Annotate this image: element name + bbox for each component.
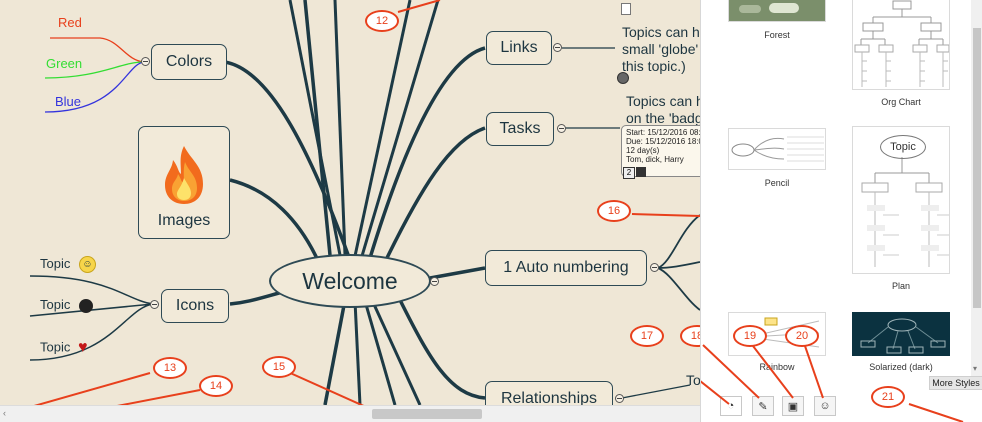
branch-lines [29,0,700,405]
color-item-blue[interactable]: Blue [55,94,82,109]
tasks-note-line-2: on the 'badg [626,110,700,126]
style-label-plan: Plan [891,281,910,291]
callout-18: 18 [680,325,700,347]
style-label-rainbow: Rainbow [759,362,795,372]
task-start: Start: 15/12/2016 08: [626,128,700,137]
style-label-solarized-dark: Solarized (dark) [869,362,933,372]
style-label-pencil: Pencil [764,178,790,188]
style-tab-button[interactable]: ◔ [720,396,742,416]
branch-blue [44,61,145,113]
styles-panel: Forest Org Chart Pencil Topic [700,0,982,422]
topic-images-label: Images [157,212,211,229]
plan-topic-node: Topic [880,135,926,159]
links-note-line-2: small 'globe' [622,41,699,57]
topic-images[interactable]: Images [138,126,230,239]
branch-numbering [429,266,486,280]
styles-scrollbar-thumb[interactable] [973,28,981,308]
branch-tasks [383,126,486,263]
callout-13: 13 [153,357,187,379]
color-item-green[interactable]: Green [46,56,83,71]
pencil-preview [731,136,824,162]
bomb-icon [78,298,93,313]
style-thumb-forest[interactable] [728,0,826,22]
style-thumb-org-chart[interactable] [852,0,950,90]
edit-style-tab-button[interactable]: ✎ [752,396,774,416]
collapse-toggle-relationships[interactable] [615,394,624,403]
icon-topic-3[interactable]: Topic ♥ [40,339,87,357]
tasks-note-line-1: Topics can h [626,93,700,109]
color-item-red[interactable]: Red [58,15,82,30]
icon-topic-1-label: Topic [40,256,71,271]
callout-14: 14 [199,375,233,397]
collapse-toggle-tasks[interactable] [557,124,566,133]
style-thumb-solarized-dark[interactable] [852,312,950,356]
branch-colors [224,60,352,261]
style-thumb-plan[interactable]: Topic [852,126,950,274]
smiley-icon: ☺ [78,256,96,274]
topic-colors[interactable]: Colors [151,44,227,80]
icon-topic-1[interactable]: Topic ☺ [40,256,96,274]
task-duration: 12 day(s) [626,146,660,155]
fire-icon [165,146,203,204]
styles-vertical-scrollbar[interactable]: ▾ [971,0,982,376]
icon-topic-2-label: Topic [40,297,71,312]
smiley-tab-icon: ☺ [819,400,831,412]
collapse-toggle-center[interactable] [430,277,439,286]
scroll-down-arrow-icon[interactable]: ▾ [973,364,978,373]
solarized-preview [860,318,946,354]
relationships-partial-topic[interactable]: To [686,372,700,388]
callout-17: 17 [630,325,664,347]
palette-icon: ◔ [727,400,735,412]
style-thumb-pencil[interactable] [728,128,826,170]
links-note-line-1: Topics can ha [622,24,700,40]
image-icon: ▣ [787,400,799,413]
globe-icon[interactable] [617,72,629,84]
mindmap-canvas[interactable]: Red Green Blue Colors Images Topic ☺ Top… [0,0,700,405]
branch-icon-3 [29,303,154,361]
style-label-forest: Forest [764,30,790,40]
callout-12: 12 [365,10,399,32]
callout-21: 21 [871,386,905,408]
style-label-org-chart: Org Chart [881,97,921,107]
branch-red [50,37,145,63]
more-styles-button[interactable]: More Styles [929,376,982,390]
topic-relationships[interactable]: Relationships [485,381,613,405]
heart-icon: ♥ [77,339,88,356]
branch-green [44,61,145,79]
topic-auto-numbering[interactable]: 1 Auto numbering [485,250,647,286]
central-topic[interactable]: Welcome [269,254,431,308]
task-resources: Tom, dick, Harry [626,155,684,164]
topic-links[interactable]: Links [486,31,552,65]
collapse-toggle-links[interactable] [553,43,562,52]
brush-icon: ✎ [758,400,768,413]
branch-relationships [398,299,486,400]
callout-15: 15 [262,356,296,378]
icon-topic-3-label: Topic [40,339,71,355]
scroll-left-arrow-icon[interactable]: ‹ [3,408,6,418]
org-chart-preview [854,0,949,87]
note-icon[interactable] [621,3,631,15]
branch-links [368,46,486,259]
scrollbar-thumb[interactable] [372,409,482,419]
image-tab-button[interactable]: ▣ [782,396,804,416]
collapse-toggle-icons[interactable] [150,300,159,309]
canvas-horizontal-scrollbar[interactable]: ‹ [0,405,700,422]
emoji-tab-button[interactable]: ☺ [814,396,836,416]
plan-preview [861,157,949,267]
callout-16: 16 [597,200,631,222]
icon-topic-2[interactable]: Topic [40,297,93,313]
collapse-toggle-auto-numbering[interactable] [650,263,659,272]
task-count-badge: 2 [623,167,635,179]
task-progress-icon [636,167,646,177]
task-due: Due: 15/12/2016 18:0 [626,137,700,146]
collapse-toggle-colors[interactable] [141,57,150,66]
branch-icon-1 [29,275,154,305]
branch-images [229,178,322,266]
callout-20: 20 [785,325,819,347]
task-card[interactable]: Start: 15/12/2016 08: Due: 15/12/2016 18… [621,125,700,177]
links-note-line-3: this topic.) [622,58,686,74]
topic-tasks[interactable]: Tasks [486,112,554,146]
topic-icons[interactable]: Icons [161,289,229,323]
callout-19: 19 [733,325,767,347]
